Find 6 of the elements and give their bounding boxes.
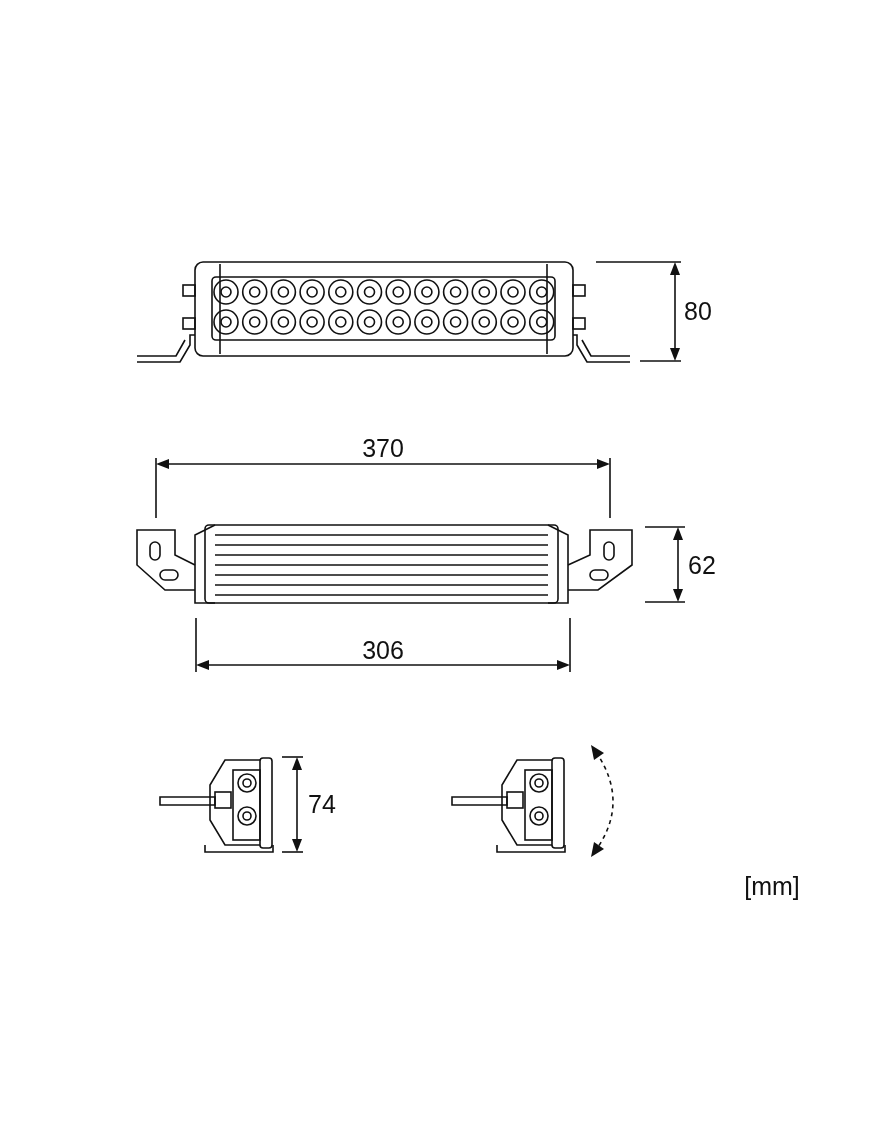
unit-label: [mm]: [744, 873, 800, 899]
dimension-label: 80: [684, 298, 712, 324]
dimension-label: 74: [308, 791, 336, 817]
dimension-label: 306: [362, 637, 404, 663]
dimension-label: 370: [362, 435, 404, 461]
dimension-label: 62: [688, 552, 716, 578]
